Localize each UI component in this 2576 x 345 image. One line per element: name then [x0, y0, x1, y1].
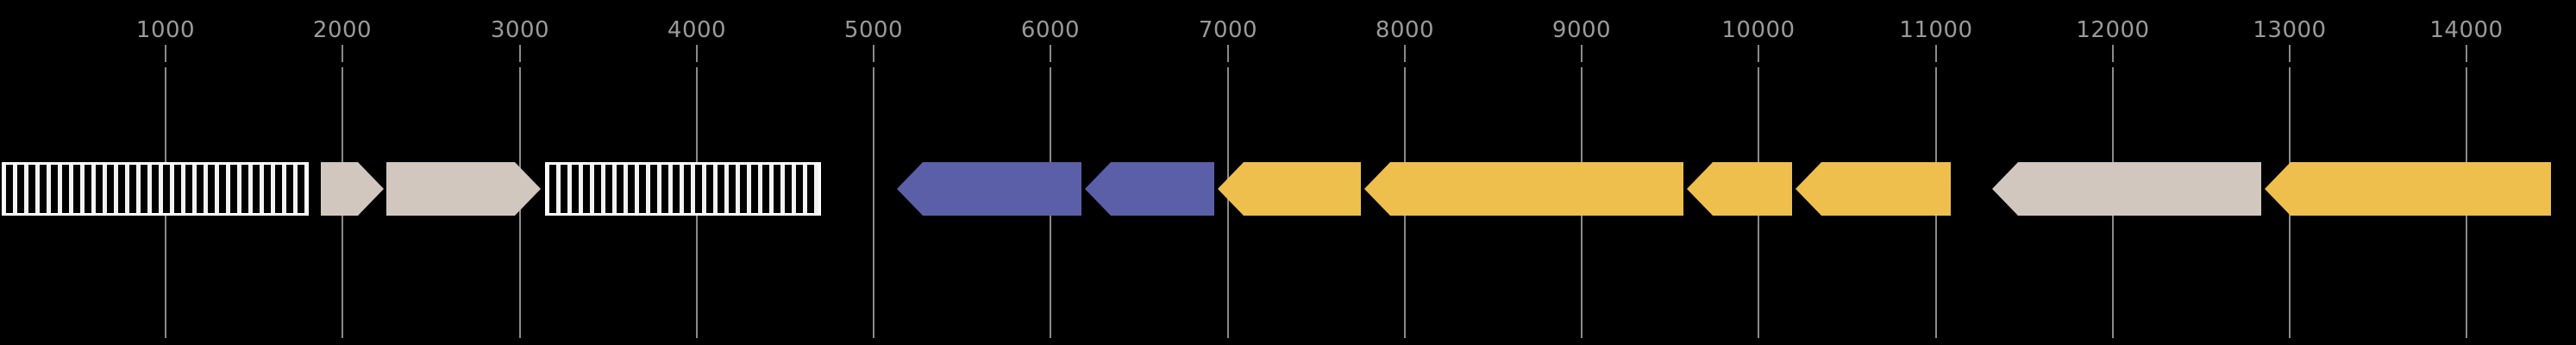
axis-tick-label: 7000	[1198, 17, 1258, 43]
axis-tick-label: 14000	[2429, 17, 2504, 43]
axis-gridline-break	[165, 62, 166, 67]
arrow-shape-forward	[386, 162, 541, 216]
axis-tick-label: 5000	[843, 17, 904, 43]
axis-gridline-break	[2112, 62, 2114, 67]
genome-feature-blue-arrow-2[interactable]	[1085, 162, 1214, 216]
genome-feature-hatched-region-2[interactable]	[545, 162, 821, 216]
axis-tick-label: 6000	[1020, 17, 1081, 43]
genome-feature-yellow-arrow-1[interactable]	[1218, 162, 1361, 216]
genome-feature-beige-arrow-2[interactable]	[386, 162, 541, 216]
genome-feature-beige-arrow-3[interactable]	[1992, 162, 2261, 216]
axis-tick-label: 3000	[490, 17, 550, 43]
hatch-fill	[545, 162, 821, 216]
axis-tick-label: 2000	[312, 17, 373, 43]
axis-tick-label: 11000	[1899, 17, 1973, 43]
genome-feature-yellow-arrow-4[interactable]	[1796, 162, 1951, 216]
axis-gridline-break	[1050, 62, 1051, 67]
axis-tick-label: 13000	[2253, 17, 2327, 43]
axis-gridline-break	[342, 62, 343, 67]
axis-gridline-break	[2289, 62, 2291, 67]
axis-gridline-break	[519, 62, 521, 67]
arrow-shape-reverse	[1992, 162, 2261, 216]
arrow-shape-reverse	[1796, 162, 1951, 216]
axis-gridline-break	[1935, 62, 1937, 67]
genome-feature-yellow-arrow-5[interactable]	[2265, 162, 2551, 216]
axis-gridline-break	[1227, 62, 1229, 67]
axis-tick-label: 8000	[1375, 17, 1435, 43]
arrow-shape-forward	[321, 162, 384, 216]
axis-tick-label: 1000	[135, 17, 196, 43]
genome-feature-blue-arrow-1[interactable]	[897, 162, 1081, 216]
arrow-shape-reverse	[897, 162, 1081, 216]
arrow-shape-reverse	[1687, 162, 1792, 216]
hatch-fill	[2, 162, 309, 216]
axis-tick-label: 10000	[1721, 17, 1796, 43]
genome-feature-yellow-arrow-3[interactable]	[1687, 162, 1792, 216]
arrow-shape-reverse	[1218, 162, 1361, 216]
genome-feature-yellow-arrow-2[interactable]	[1364, 162, 1683, 216]
arrow-shape-reverse	[1364, 162, 1683, 216]
axis-gridline-break	[2466, 62, 2467, 67]
axis-tick-label: 4000	[667, 17, 727, 43]
axis-gridline-5000	[873, 45, 874, 338]
genome-feature-beige-arrow-1[interactable]	[321, 162, 384, 216]
axis-tick-label: 9000	[1551, 17, 1612, 43]
axis-gridline-break	[873, 62, 874, 67]
axis-gridline-break	[1404, 62, 1406, 67]
arrow-shape-reverse	[2265, 162, 2551, 216]
axis-gridline-break	[1581, 62, 1583, 67]
axis-gridline-break	[1758, 62, 1759, 67]
axis-tick-label: 12000	[2076, 17, 2150, 43]
axis-gridline-break	[696, 62, 698, 67]
genome-feature-hatched-region-1[interactable]	[2, 162, 309, 216]
arrow-shape-reverse	[1085, 162, 1214, 216]
